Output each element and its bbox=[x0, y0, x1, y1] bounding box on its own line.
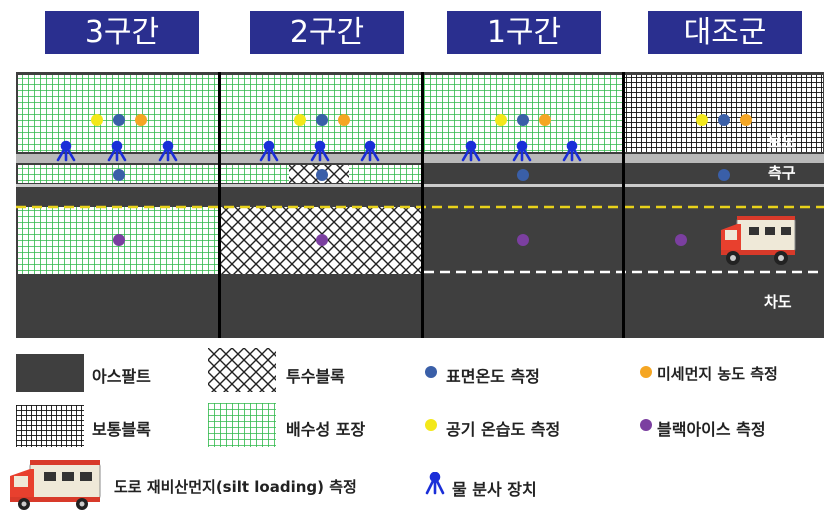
legend-drainage-label: 배수성 포장 bbox=[286, 420, 366, 439]
surface-temp-dot bbox=[718, 169, 730, 181]
water-spray-icon bbox=[562, 140, 582, 162]
surface-temp-dot bbox=[718, 114, 730, 126]
black-ice-dot bbox=[113, 234, 125, 246]
legend-permeable-label: 투수블록 bbox=[286, 367, 345, 386]
pm-dot bbox=[338, 114, 350, 126]
pm-dot bbox=[539, 114, 551, 126]
water-spray-icon bbox=[56, 140, 76, 162]
road-diagram: 보도 측구 차도 bbox=[16, 72, 824, 338]
sidewalk-zone3 bbox=[18, 75, 218, 152]
air-temp-dot bbox=[696, 114, 708, 126]
legend-water-spray-icon bbox=[425, 472, 445, 495]
water-spray-icon bbox=[158, 140, 178, 162]
legend-air-label: 공기 온습도 측정 bbox=[446, 420, 561, 439]
legend-surface-temp-label: 표면온도 측정 bbox=[446, 367, 540, 386]
water-spray-icon bbox=[310, 140, 330, 162]
gutter-line bbox=[16, 184, 824, 187]
black-ice-dot bbox=[517, 234, 529, 246]
water-spray-icon bbox=[259, 140, 279, 162]
legend-normal-block-label: 보통블록 bbox=[92, 420, 151, 439]
gutter-zone2-left bbox=[221, 165, 289, 183]
legend-asphalt-label: 아스팔트 bbox=[92, 367, 151, 386]
surface-temp-dot bbox=[316, 114, 328, 126]
surface-temp-dot bbox=[113, 169, 125, 181]
legend-truck-icon bbox=[10, 460, 101, 510]
sidewalk-label: 보도 bbox=[768, 133, 796, 151]
surface-temp-dot bbox=[517, 114, 529, 126]
zone-label-control: 대조군 bbox=[648, 11, 802, 54]
silt-loading-truck-icon bbox=[721, 216, 796, 265]
legend-drainage-swatch bbox=[208, 403, 276, 447]
legend-permeable-swatch bbox=[208, 348, 276, 392]
sidewalk-control bbox=[625, 75, 823, 152]
legend-black-ice-dot bbox=[640, 419, 652, 431]
pm-dot bbox=[740, 114, 752, 126]
legend-air-dot bbox=[425, 419, 437, 431]
curb-strip bbox=[16, 154, 824, 163]
sidewalk-zone1 bbox=[424, 75, 622, 152]
air-temp-dot bbox=[294, 114, 306, 126]
gutter-label: 측구 bbox=[768, 164, 796, 182]
zone-label-2: 2구간 bbox=[250, 11, 404, 54]
legend-black-ice-label: 블랙아이스 측정 bbox=[657, 420, 766, 439]
water-spray-icon bbox=[107, 140, 127, 162]
legend-water-spray-label: 물 분사 장치 bbox=[452, 480, 537, 499]
water-spray-icon bbox=[360, 140, 380, 162]
surface-temp-dot bbox=[316, 169, 328, 181]
air-temp-dot bbox=[91, 114, 103, 126]
gutter-zone2-right bbox=[349, 165, 421, 183]
legend-asphalt-swatch bbox=[16, 354, 84, 392]
water-spray-icon bbox=[461, 140, 481, 162]
water-spray-icon bbox=[512, 140, 532, 162]
legend-pm-label: 미세먼지 농도 측정 bbox=[657, 365, 778, 383]
legend-silt-loading-label: 도로 재비산먼지(silt loading) 측정 bbox=[114, 478, 357, 496]
legend-normal-block-swatch bbox=[16, 405, 84, 447]
legend-pm-dot bbox=[640, 366, 652, 378]
black-ice-dot bbox=[675, 234, 687, 246]
surface-temp-dot bbox=[517, 169, 529, 181]
roadway-label: 차도 bbox=[764, 293, 792, 311]
legend-surface-temp-dot bbox=[425, 366, 437, 378]
black-ice-dot bbox=[316, 234, 328, 246]
surface-temp-dot bbox=[113, 114, 125, 126]
zone-label-3: 3구간 bbox=[45, 11, 199, 54]
sidewalk-zone2 bbox=[221, 75, 421, 152]
zone-label-1: 1구간 bbox=[447, 11, 601, 54]
pm-dot bbox=[135, 114, 147, 126]
air-temp-dot bbox=[495, 114, 507, 126]
